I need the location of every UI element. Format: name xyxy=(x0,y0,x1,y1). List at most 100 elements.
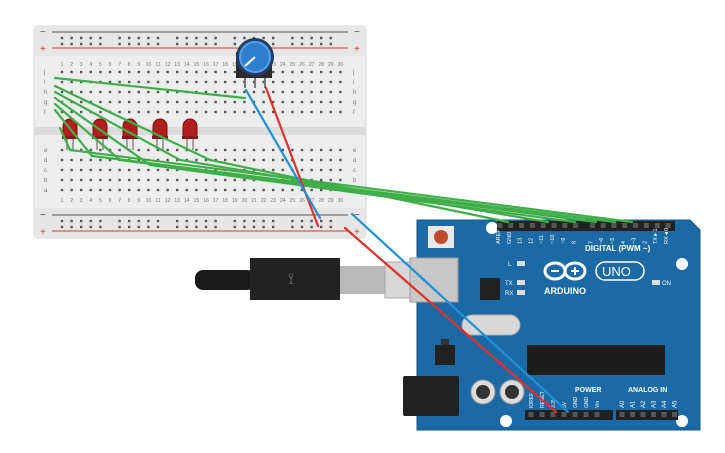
rail-minus-bottom-left: − xyxy=(40,210,46,221)
column-number: 5 xyxy=(99,62,102,68)
column-number: 25 xyxy=(290,62,296,68)
row-letter: i xyxy=(44,80,45,86)
column-number: 14 xyxy=(184,198,190,204)
digital-pin-label: TX►1 xyxy=(653,228,659,244)
header-pin xyxy=(611,223,617,228)
column-number: 3 xyxy=(80,198,83,204)
column-number: 12 xyxy=(165,62,171,68)
digital-pin-label: GND xyxy=(507,232,513,244)
column-number: 17 xyxy=(213,198,219,204)
column-number: 26 xyxy=(299,198,305,204)
header-pin xyxy=(550,412,556,417)
column-number: 10 xyxy=(146,198,152,204)
analog-pin-label: A0 xyxy=(620,400,626,408)
analog-label: ANALOG IN xyxy=(628,387,667,394)
digital-pin-label: 2 xyxy=(642,241,648,244)
row-letter: h xyxy=(353,90,356,96)
column-number: 15 xyxy=(194,198,200,204)
header-pin xyxy=(661,412,667,417)
red-wire-5v xyxy=(343,226,558,414)
power-pin-label: 3.3V xyxy=(551,397,557,408)
rail-plus-bottom-right: + xyxy=(354,227,360,238)
row-letter: e xyxy=(353,148,357,154)
digital-pin-label: 7 xyxy=(588,241,594,244)
column-number: 29 xyxy=(328,62,334,68)
blue-wire-pot xyxy=(244,88,322,220)
digital-header xyxy=(497,221,675,231)
breadboard: 1122334455667788991010111112121313141415… xyxy=(33,25,367,239)
reset-button[interactable] xyxy=(434,230,448,244)
header-pin xyxy=(630,412,635,417)
column-number: 27 xyxy=(309,198,315,204)
power-pin-label: GND xyxy=(584,397,590,409)
rail-minus-bottom-right: − xyxy=(354,210,360,221)
header-pin xyxy=(622,223,628,228)
row-letter: f xyxy=(353,110,355,116)
analog-pin-label: A3 xyxy=(652,400,658,408)
column-numbers: 1122334455667788991010111112121313141415… xyxy=(61,62,344,204)
header-pin xyxy=(573,223,579,228)
row-letter: c xyxy=(44,168,47,174)
analog-pin-label: A1 xyxy=(631,400,637,408)
row-letter: e xyxy=(44,148,48,154)
power-pin-label: IOREF xyxy=(529,393,535,408)
on-label: ON xyxy=(662,281,671,287)
column-number: 15 xyxy=(194,62,200,68)
row-letter: c xyxy=(353,168,356,174)
blue-wire-gnd xyxy=(350,212,570,414)
header-pin xyxy=(665,223,671,228)
row-letter: a xyxy=(44,188,48,194)
led xyxy=(182,118,198,150)
led-label-tx: TX xyxy=(505,281,513,287)
column-number: 30 xyxy=(338,198,344,204)
column-number: 25 xyxy=(290,198,296,204)
power-pin-label: GND xyxy=(573,397,579,409)
power-jack xyxy=(403,376,459,416)
column-number: 18 xyxy=(222,198,228,204)
header-pin xyxy=(539,412,545,417)
digital-label: DIGITAL (PWM ~) xyxy=(585,244,651,253)
column-number: 24 xyxy=(280,62,286,68)
digital-pin-label: ~10 xyxy=(550,235,556,244)
column-number: 30 xyxy=(338,62,344,68)
column-number: 28 xyxy=(318,62,324,68)
header-pin xyxy=(551,223,557,228)
column-number: 8 xyxy=(128,62,131,68)
row-letter: j xyxy=(43,70,45,76)
column-number: 13 xyxy=(174,62,180,68)
header-pin xyxy=(540,223,546,228)
column-number: 20 xyxy=(242,198,248,204)
rail-minus-top-right: − xyxy=(354,27,360,38)
column-number: 8 xyxy=(128,198,131,204)
analog-pin-label: A2 xyxy=(641,400,647,408)
analog-pin-label: A4 xyxy=(662,400,668,408)
column-number: 12 xyxy=(165,198,171,204)
row-letter: g xyxy=(353,100,356,106)
green-wire-5 xyxy=(58,126,634,224)
row-letter: h xyxy=(44,90,47,96)
column-number: 2 xyxy=(70,198,73,204)
column-number: 11 xyxy=(155,62,160,68)
usb-icon: ⟟ xyxy=(288,271,294,288)
column-number: 24 xyxy=(280,198,286,204)
column-number: 26 xyxy=(299,62,305,68)
header-pin xyxy=(654,223,660,228)
column-number: 1 xyxy=(61,62,64,68)
header-pin xyxy=(508,223,514,228)
board-brand: ARDUINO xyxy=(544,286,586,296)
header-pin xyxy=(497,223,503,228)
header-pin xyxy=(672,412,677,417)
header-pin xyxy=(643,223,649,228)
column-number: 11 xyxy=(155,198,160,204)
row-letter: f xyxy=(44,110,46,116)
potentiometer[interactable] xyxy=(236,38,274,88)
analog-pin-label: A5 xyxy=(673,400,679,408)
digital-pin-label: ~5 xyxy=(610,238,616,244)
row-letter: j xyxy=(352,70,354,76)
column-number: 6 xyxy=(109,198,112,204)
column-number: 1 xyxy=(61,198,64,204)
digital-pin-label: ~6 xyxy=(599,238,605,244)
column-number: 29 xyxy=(328,198,334,204)
column-number: 19 xyxy=(232,198,238,204)
